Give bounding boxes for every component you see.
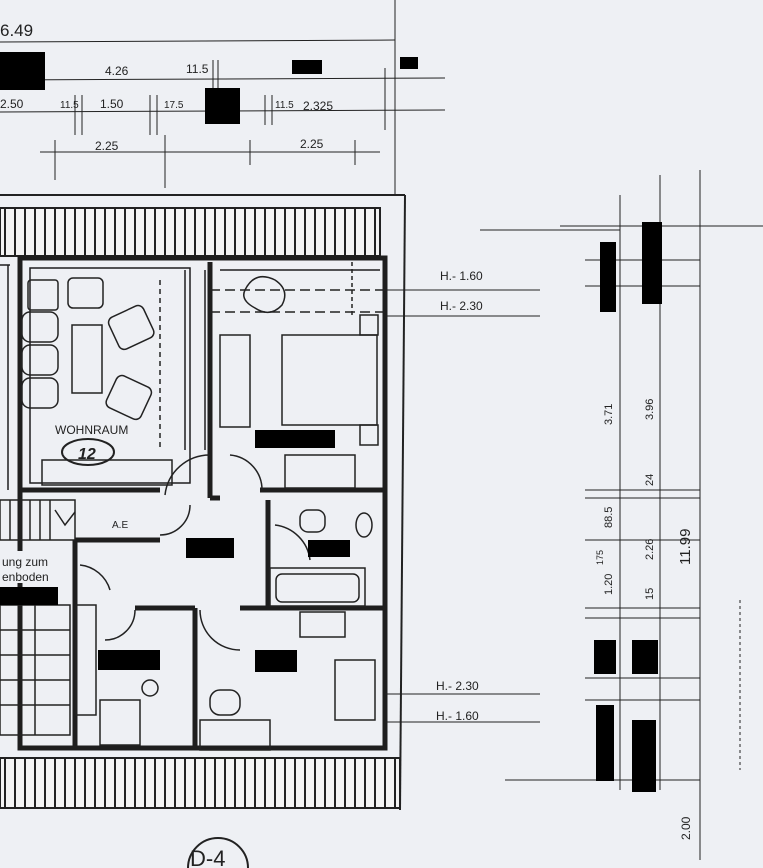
right-dimension-chain <box>480 170 763 860</box>
dim-24: 24 <box>644 474 656 486</box>
redaction-block <box>308 540 350 557</box>
room-label-living: WOHNRAUM <box>55 423 128 437</box>
redaction-block <box>98 650 160 670</box>
dim-row2-c: 1.50 <box>100 97 124 111</box>
height-lines <box>385 289 540 723</box>
dim-row2-d: 17.5 <box>164 100 184 111</box>
redaction-block <box>0 587 58 605</box>
door-swings <box>79 454 376 751</box>
sheet-tag-circle <box>187 837 249 868</box>
redaction-block <box>255 430 335 448</box>
redaction-block <box>632 640 658 674</box>
furniture-bedroom <box>210 262 385 489</box>
height-top-1: H.- 1.60 <box>440 269 483 283</box>
redaction-block <box>186 538 234 558</box>
dim-row3-right: 2.25 <box>300 137 324 151</box>
height-top-2: H.- 2.30 <box>440 299 483 313</box>
dim-row2-f: 2.325 <box>303 99 333 113</box>
dim-row2-e: 11.5 <box>275 100 294 111</box>
dim-396: 3.96 <box>644 399 656 420</box>
redaction-block <box>292 60 322 74</box>
dim-row1-left: 4.26 <box>105 64 129 78</box>
redaction-block <box>642 222 662 304</box>
dim-120: 1.20 <box>603 574 615 595</box>
height-bottom-2: H.- 1.60 <box>436 709 479 723</box>
stair-text-1: ung zum <box>2 555 48 569</box>
redaction-block <box>255 650 297 672</box>
redaction-block <box>600 242 616 312</box>
roof-hatch-bottom <box>0 757 401 809</box>
dim-row2-b: 11.5 <box>60 100 79 111</box>
redaction-block <box>400 57 418 69</box>
dim-15: 15 <box>644 588 656 600</box>
height-bottom-1: H.- 2.30 <box>436 679 479 693</box>
dim-175: 175 <box>595 550 605 565</box>
roof-hatch-top <box>0 207 381 257</box>
door-mark: A.E <box>112 520 128 531</box>
dim-371: 3.71 <box>603 404 615 425</box>
stair-text-2: enboden <box>2 570 49 584</box>
redaction-block <box>632 720 656 792</box>
dim-row2-a: 2.50 <box>0 97 24 111</box>
top-dimension-label: 6.49 <box>0 21 33 40</box>
dim-200: 2.00 <box>679 816 693 840</box>
redaction-block <box>205 88 240 124</box>
dim-885: 88.5 <box>603 507 615 528</box>
redaction-block <box>596 705 614 781</box>
redaction-block <box>594 640 616 674</box>
furniture-living <box>21 277 173 486</box>
sheet-tag: D-4 <box>190 846 225 868</box>
dim-total: 11.99 <box>677 529 694 565</box>
room-number-circle <box>61 438 115 466</box>
dim-row1-right: 11.5 <box>186 62 209 76</box>
dim-row3-left: 2.25 <box>95 139 119 153</box>
redaction-block <box>0 52 45 90</box>
dim-226: 2.26 <box>644 539 656 560</box>
room-number: 12 <box>78 446 96 463</box>
